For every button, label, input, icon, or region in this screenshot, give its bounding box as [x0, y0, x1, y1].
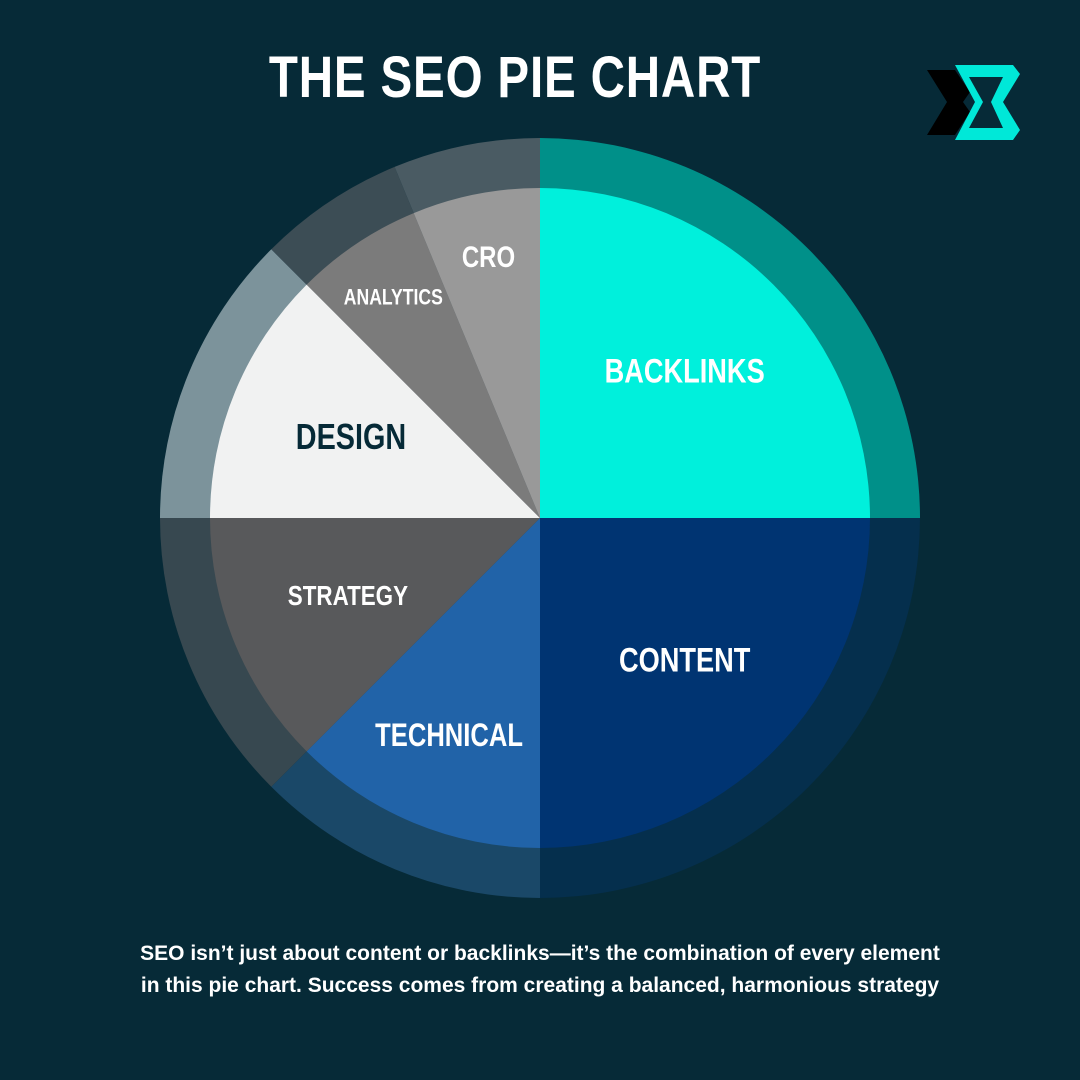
slice-label-analytics: ANALYTICS: [344, 286, 443, 310]
slice-label-content: CONTENT: [619, 641, 751, 680]
page-title: THE SEO PIE CHART: [268, 45, 762, 110]
slice-label-cro: CRO: [462, 239, 515, 273]
slice-strategy: [210, 518, 540, 752]
slice-content: [540, 518, 870, 848]
slice-technical: [306, 518, 540, 848]
slice-design: [210, 284, 540, 518]
slice-label-design: DESIGN: [296, 416, 406, 457]
slice-backlinks: [540, 188, 870, 518]
brand-logo-icon: [927, 65, 1020, 140]
slice-analytics: [306, 213, 540, 518]
slice-label-backlinks: BACKLINKS: [605, 351, 765, 390]
slice-label-technical: TECHNICAL: [375, 718, 523, 753]
slice-label-strategy: STRATEGY: [288, 581, 408, 612]
caption: SEO isn’t just about content or backlink…: [140, 942, 940, 997]
slice-cro: [413, 188, 540, 518]
